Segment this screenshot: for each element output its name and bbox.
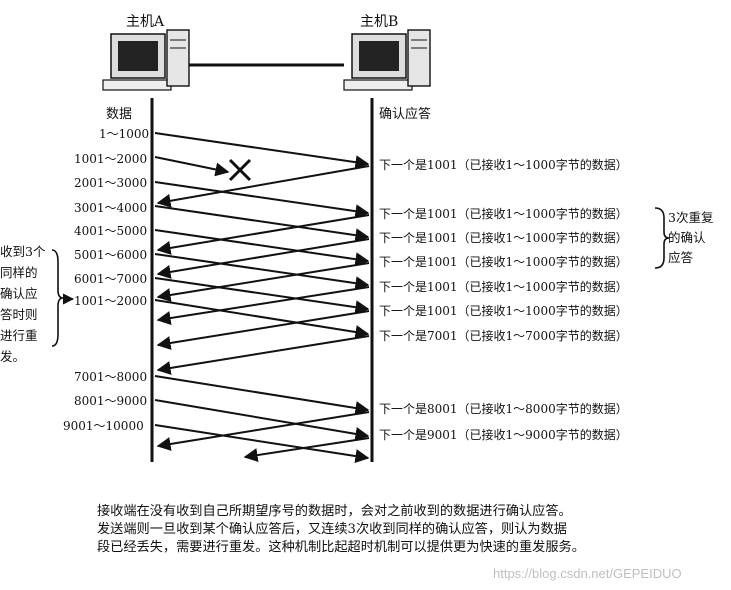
note-line: 进行重 — [0, 328, 38, 343]
data-arrow — [154, 181, 370, 219]
host-b-label: 主机B — [360, 14, 398, 30]
caption-line: 接收端在没有收到自己所期望序号的数据时，会对之前收到的数据进行确认应答。 — [97, 502, 572, 519]
note-line: 3次重复 — [668, 210, 714, 225]
segment-label: 9001～10000 — [63, 419, 144, 433]
segment-label: 3001～4000 — [74, 201, 147, 215]
segment-label: 4001～5000 — [74, 224, 147, 238]
data-arrow — [154, 205, 370, 243]
caption-line: 发送端则一旦收到某个确认应答后，又连续3次收到同样的确认应答，则认为数据 — [97, 520, 567, 537]
ack-arrow — [156, 165, 370, 208]
segment-labels: 1～1000 1001～2000 2001～3000 3001～4000 400… — [63, 127, 149, 433]
ack-label: 下一个是1001（已接收1～1000字节的数据） — [379, 303, 628, 318]
data-arrow-lost — [154, 156, 230, 177]
ack-label: 下一个是7001（已接收1～7000字节的数据） — [379, 328, 628, 343]
ack-arrow — [156, 310, 370, 350]
watermark: https://blog.csdn.net/GEPEIDUO — [493, 566, 682, 581]
packet-lost-icon — [228, 158, 252, 182]
note-line: 确认应 — [0, 286, 38, 301]
ack-arrow — [156, 286, 370, 325]
segment-label: 1～1000 — [99, 127, 149, 141]
triple-ack-brace — [654, 207, 670, 269]
ack-arrow — [156, 411, 370, 451]
data-arrows — [154, 132, 370, 463]
ack-arrow — [156, 262, 370, 302]
data-header: 数据 — [106, 107, 132, 122]
data-arrow — [154, 253, 370, 291]
triple-ack-note: 3次重复 的确认 应答 — [668, 210, 714, 265]
segment-label: 8001～9000 — [74, 394, 147, 408]
ack-label: 下一个是1001（已接收1～1000字节的数据） — [379, 206, 628, 221]
retransmit-note: 收到3个 同样的 确认应 答时则 进行重 发。 — [0, 244, 46, 364]
note-line: 收到3个 — [0, 244, 46, 259]
segment-label: 7001～8000 — [74, 370, 147, 384]
ack-arrow — [243, 437, 370, 463]
ack-label: 下一个是1001（已接收1～1000字节的数据） — [379, 230, 628, 245]
segment-label: 6001～7000 — [74, 272, 147, 286]
ack-header: 确认应答 — [379, 106, 431, 122]
segment-label-retransmit: 1001～2000 — [74, 294, 147, 308]
note-line: 的确认 — [668, 230, 706, 245]
data-arrow — [154, 375, 370, 415]
data-arrow-retransmit — [154, 299, 370, 339]
caption: 接收端在没有收到自己所期望序号的数据时，会对之前收到的数据进行确认应答。 发送端… — [97, 502, 585, 555]
segment-label: 2001～3000 — [74, 176, 147, 190]
data-arrow — [154, 399, 370, 441]
note-line: 发。 — [0, 349, 25, 364]
data-arrow — [154, 229, 370, 267]
note-line: 同样的 — [0, 265, 38, 280]
data-arrow — [154, 277, 370, 315]
ack-label: 下一个是1001（已接收1～1000字节的数据） — [379, 279, 628, 294]
host-b-computer-icon — [343, 29, 431, 91]
host-a-computer-icon — [102, 29, 190, 91]
segment-label: 5001～6000 — [74, 248, 147, 262]
ack-arrows — [156, 165, 370, 463]
ack-arrow — [156, 214, 370, 255]
segment-label: 1001～2000 — [74, 152, 147, 166]
ack-labels: 下一个是1001（已接收1～1000字节的数据） 下一个是1001（已接收1～1… — [379, 157, 628, 442]
ack-arrow — [156, 238, 370, 279]
caption-line: 段已经丢失，需要进行重发。这种机制比起超时机制可以提供更为快速的重发服务。 — [97, 538, 585, 555]
host-a-label: 主机A — [126, 14, 165, 30]
note-line: 答时则 — [0, 307, 38, 322]
ack-label: 下一个是9001（已接收1～9000字节的数据） — [379, 427, 628, 442]
note-line: 应答 — [668, 250, 694, 265]
data-arrow — [154, 424, 370, 463]
data-arrow — [154, 132, 370, 170]
retransmit-brace — [51, 249, 64, 347]
ack-arrow — [156, 335, 370, 375]
ack-label: 下一个是1001（已接收1～1000字节的数据） — [379, 157, 628, 172]
ack-label: 下一个是1001（已接收1～1000字节的数据） — [379, 254, 628, 269]
ack-label: 下一个是8001（已接收1～8000字节的数据） — [379, 401, 628, 416]
